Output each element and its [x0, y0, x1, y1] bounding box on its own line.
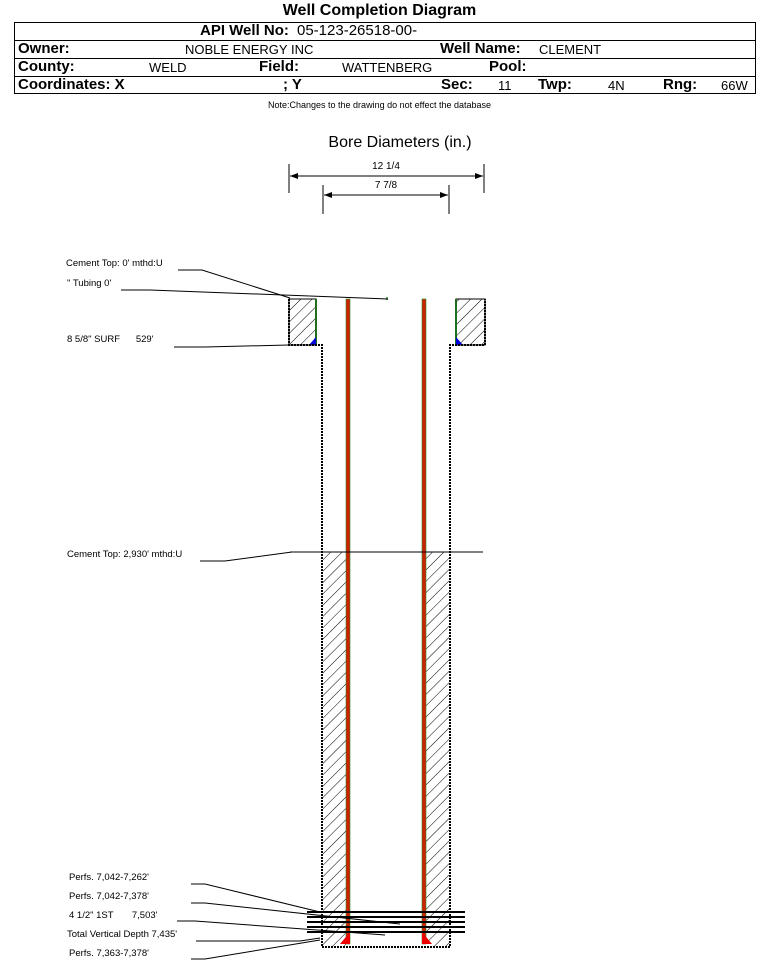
rng-value: 66W	[721, 78, 748, 93]
database-note: Note:Changes to the drawing do not effec…	[268, 100, 491, 110]
field-label: Field:	[259, 58, 299, 75]
surface-cement-right	[455, 298, 486, 346]
tubing-label: " Tubing 0'	[67, 278, 112, 289]
outer-bore-diameter: 12 1/4	[372, 161, 400, 172]
well-header-table: API Well No: 05-123-26518-00- Owner: NOB…	[14, 22, 756, 94]
perfs-label-2: Perfs. 7,042-7,378'	[69, 891, 149, 902]
surface-shoe-right-icon	[456, 337, 463, 345]
cement-top-surface-label: Cement Top: 0' mthd:U	[66, 258, 163, 269]
county-label: County:	[18, 58, 75, 75]
field-value: WATTENBERG	[342, 60, 433, 75]
production-casing-right	[421, 298, 427, 945]
surface-cement-left	[288, 298, 317, 346]
perfs-label-1: Perfs. 7,042-7,262'	[69, 872, 149, 883]
sec-value: 11	[498, 78, 512, 93]
total-vertical-depth-label: Total Vertical Depth 7,435'	[67, 929, 178, 940]
pool-label: Pool:	[489, 58, 527, 75]
coordinates-row: Coordinates: X ; Y Sec: 11 Twp: 4N Rng: …	[15, 76, 755, 94]
production-cement-right	[426, 552, 449, 946]
outer-bore-dimension	[288, 164, 485, 193]
owner-value: NOBLE ENERGY INC	[185, 42, 314, 57]
owner-row: Owner: NOBLE ENERGY INC Well Name: CLEME…	[15, 40, 755, 59]
coords-y-label: ; Y	[283, 76, 302, 93]
bore-diameters-title: Bore Diameters (in.)	[328, 134, 472, 151]
api-row: API Well No: 05-123-26518-00-	[15, 22, 755, 41]
production-casing-label: 4 1/2" 1ST 7,503'	[69, 910, 158, 921]
county-value: WELD	[149, 60, 187, 75]
well-name-label: Well Name:	[440, 40, 521, 57]
surface-casing-label: 8 5/8" SURF 529'	[67, 334, 154, 345]
cement-top-production-label: Cement Top: 2,930' mthd:U	[67, 549, 183, 560]
perfs-label-3: Perfs. 7,363-7,378'	[69, 948, 149, 959]
county-row: County: WELD Field: WATTENBERG Pool:	[15, 58, 755, 77]
api-value: 05-123-26518-00-	[297, 22, 418, 39]
twp-value: 4N	[608, 78, 625, 93]
leader-lines	[121, 269, 401, 960]
production-shoe-left-icon	[340, 932, 350, 944]
owner-label: Owner:	[18, 40, 70, 57]
twp-label: Twp:	[538, 76, 572, 93]
coords-x-label: Coordinates: X	[18, 76, 125, 93]
page-title: Well Completion Diagram	[282, 2, 477, 19]
sec-label: Sec:	[441, 76, 473, 93]
production-casing-left	[345, 298, 351, 945]
inner-bore-dimension	[322, 185, 450, 214]
api-label: API Well No:	[200, 22, 289, 39]
inner-bore-diameter: 7 7/8	[374, 180, 398, 191]
well-name-value: CLEMENT	[539, 42, 602, 57]
rng-label: Rng:	[663, 76, 698, 93]
production-shoe-right-icon	[422, 932, 432, 944]
borehole-wall	[288, 299, 486, 948]
production-cement-left	[323, 552, 347, 946]
surface-shoe-left-icon	[309, 337, 316, 345]
